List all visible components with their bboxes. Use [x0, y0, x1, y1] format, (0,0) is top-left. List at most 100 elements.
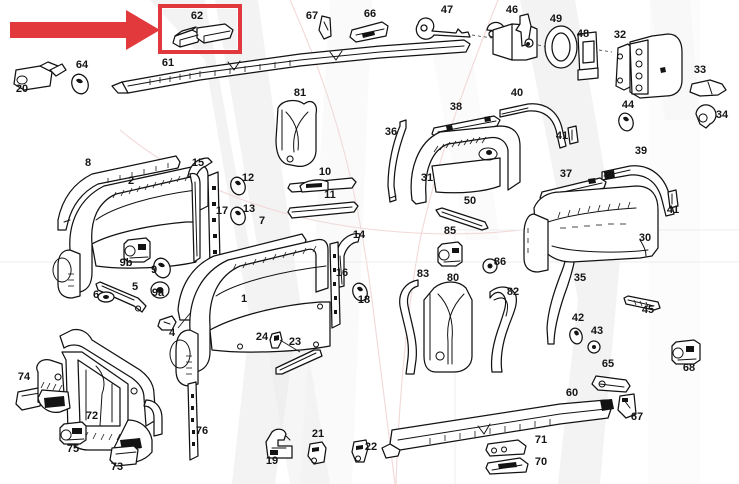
part-label-14: 14	[353, 229, 366, 241]
part-label-23: 23	[289, 336, 301, 348]
part-80-shape	[423, 281, 473, 373]
part-label-22: 22	[365, 441, 377, 453]
part-8-shape	[57, 155, 181, 231]
part-label-68: 68	[683, 362, 695, 374]
part-67-top-shape	[318, 15, 332, 40]
part-label-6: 6	[93, 289, 99, 301]
part-72-shape	[36, 328, 163, 464]
part-22-shape	[351, 439, 369, 463]
part-17-shape	[207, 171, 221, 267]
part-label-4: 4	[169, 327, 176, 339]
part-71-shape	[485, 439, 527, 457]
part-label-60: 60	[566, 387, 578, 399]
part-label-72: 72	[86, 410, 98, 422]
part-6-shape	[97, 291, 115, 303]
part-4-shape	[157, 305, 197, 331]
part-23-shape	[275, 349, 323, 375]
part-33-shape	[689, 79, 727, 97]
part-label-74: 74	[18, 371, 31, 383]
part-label-49: 49	[550, 13, 562, 25]
part-label-67b: 67	[631, 411, 643, 423]
part-label-85: 85	[444, 225, 456, 237]
part-85-shape	[437, 241, 463, 267]
part-62-shape	[172, 23, 234, 48]
part-76-shape	[187, 381, 199, 461]
part-label-32: 32	[614, 29, 626, 41]
part-label-75: 75	[67, 443, 79, 455]
part-66-shape	[349, 21, 389, 43]
part-label-20: 20	[16, 83, 28, 95]
part-label-86: 86	[494, 256, 506, 268]
part-label-19: 19	[266, 455, 278, 467]
part-label-7: 7	[259, 215, 265, 227]
part-label-45: 45	[642, 304, 654, 316]
part-44-shape	[618, 112, 634, 132]
part-43-shape	[587, 340, 601, 354]
part-10-shape	[287, 177, 357, 193]
part-50-shape	[435, 207, 489, 231]
part-label-35: 35	[574, 272, 586, 284]
part-label-71: 71	[535, 434, 547, 446]
part-label-30: 30	[639, 232, 651, 244]
part-label-47: 47	[441, 4, 453, 16]
part-45-shape	[623, 295, 661, 311]
part-label-15: 15	[192, 157, 204, 169]
part-39-shape	[601, 165, 675, 217]
part-60-shape	[381, 399, 614, 459]
part-64-shape	[71, 73, 89, 95]
part-label-81: 81	[294, 87, 306, 99]
part-label-18: 18	[358, 294, 370, 306]
part-label-62: 62	[191, 10, 203, 22]
part-label-76: 76	[196, 425, 208, 437]
part-label-40: 40	[511, 87, 523, 99]
part-41b-shape	[667, 189, 679, 209]
part-21-shape	[307, 441, 327, 465]
part-70-shape	[485, 457, 529, 475]
part-14-shape	[335, 232, 361, 289]
part-12-shape	[230, 176, 246, 196]
part-36-shape	[387, 119, 407, 203]
part-31-shape	[410, 125, 521, 205]
part-label-37: 37	[560, 168, 572, 180]
part-label-50: 50	[464, 195, 476, 207]
part-83-shape	[399, 279, 419, 375]
part-label-43: 43	[591, 325, 603, 337]
part-82-shape	[489, 286, 518, 373]
part-68-shape	[671, 339, 701, 365]
part-label-83: 83	[417, 268, 429, 280]
part-label-65: 65	[602, 358, 614, 370]
part-16-shape	[329, 241, 341, 329]
part-17b-shape	[189, 172, 201, 263]
highlight-arrow	[10, 10, 160, 50]
part-label-61: 61	[162, 57, 174, 69]
part-41a-shape	[567, 125, 579, 145]
part-9a-shape	[150, 281, 170, 299]
part-label-46: 46	[506, 4, 518, 16]
part-24-shape	[269, 331, 301, 353]
part-label-31: 31	[421, 172, 433, 184]
part-label-9: 9	[151, 264, 157, 276]
part-label-8: 8	[85, 157, 91, 169]
part-2-shape	[52, 164, 209, 299]
part-label-44: 44	[622, 99, 635, 111]
part-label-42: 42	[572, 312, 584, 324]
part-label-67t: 67	[306, 10, 318, 22]
part-32-hinge-shape	[615, 33, 683, 99]
part-86-shape	[482, 258, 498, 274]
part-label-41a: 41	[556, 130, 568, 142]
part-48-shape	[577, 31, 613, 81]
part-30-shape	[523, 185, 659, 273]
part-label-1: 1	[241, 293, 247, 305]
part-75-shape	[59, 421, 87, 445]
part-label-33: 33	[694, 64, 706, 76]
part-19-shape	[265, 428, 293, 459]
part-13-shape	[230, 206, 246, 226]
part-label-48: 48	[577, 28, 589, 40]
part-67-bottom-shape	[617, 393, 637, 419]
part-label-9a: 9a	[152, 287, 165, 299]
part-label-9b: 9b	[120, 257, 133, 269]
part-label-39: 39	[635, 145, 647, 157]
